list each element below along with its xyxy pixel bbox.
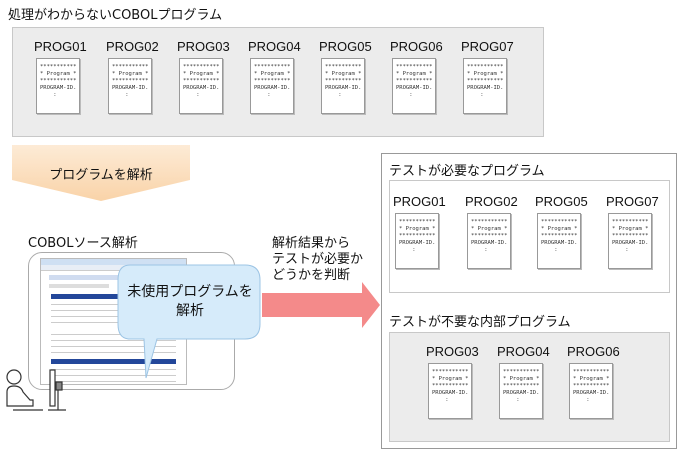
- top-title: 処理がわからないCOBOLプログラム: [8, 8, 223, 23]
- program-label: PROG01: [34, 39, 87, 54]
- program-prog04: PROG04 *********** * Program * **********…: [497, 344, 550, 419]
- program-source-card: *********** * Program * *********** PROG…: [395, 213, 439, 269]
- program-prog03: PROG03 *********** * Program * **********…: [177, 39, 230, 114]
- step-arrow-label: プログラムを解析: [49, 168, 153, 183]
- person-at-pc-icon: [6, 369, 66, 411]
- program-prog06: PROG06 *********** * Program * **********…: [567, 344, 620, 419]
- program-label: PROG02: [106, 39, 159, 54]
- program-prog07: PROG07 *********** * Program * **********…: [461, 39, 514, 114]
- program-source-card: *********** * Program * *********** PROG…: [179, 58, 223, 114]
- callout-line: 未使用プログラムを: [127, 284, 253, 300]
- judge-arrow: [262, 282, 380, 328]
- program-source-card: *********** * Program * *********** PROG…: [608, 213, 652, 269]
- callout-line: 解析: [176, 303, 204, 319]
- program-prog05: PROG05 *********** * Program * **********…: [535, 194, 588, 269]
- program-label: PROG05: [319, 39, 372, 54]
- judge-line: テストが必要か: [272, 252, 364, 267]
- program-source-card: *********** * Program * *********** PROG…: [569, 363, 613, 419]
- program-prog03: PROG03 *********** * Program * **********…: [426, 344, 479, 419]
- step-arrow: [12, 145, 190, 201]
- callout-bubble: [117, 264, 261, 379]
- needed-title: テストが必要なプログラム: [389, 164, 545, 179]
- program-label: PROG03: [426, 344, 479, 359]
- program-prog05: PROG05 *********** * Program * **********…: [319, 39, 372, 114]
- program-source-card: *********** * Program * *********** PROG…: [428, 363, 472, 419]
- program-label: PROG02: [465, 194, 518, 209]
- program-label: PROG01: [393, 194, 446, 209]
- program-label: PROG06: [390, 39, 443, 54]
- program-source-card: *********** * Program * *********** PROG…: [499, 363, 543, 419]
- program-prog02: PROG02 *********** * Program * **********…: [106, 39, 159, 114]
- program-source-card: *********** * Program * *********** PROG…: [250, 58, 294, 114]
- program-source-card: *********** * Program * *********** PROG…: [392, 58, 436, 114]
- program-label: PROG05: [535, 194, 588, 209]
- program-prog06: PROG06 *********** * Program * **********…: [390, 39, 443, 114]
- source-title: COBOLソース解析: [28, 236, 138, 251]
- program-label: PROG04: [248, 39, 301, 54]
- program-source-card: *********** * Program * *********** PROG…: [537, 213, 581, 269]
- program-prog07: PROG07 *********** * Program * **********…: [606, 194, 659, 269]
- program-source-card: *********** * Program * *********** PROG…: [108, 58, 152, 114]
- program-label: PROG07: [461, 39, 514, 54]
- program-label: PROG06: [567, 344, 620, 359]
- program-source-card: *********** * Program * *********** PROG…: [467, 213, 511, 269]
- judge-line: 解析結果から: [272, 236, 351, 251]
- unneeded-title: テストが不要な内部プログラム: [389, 315, 571, 330]
- program-source-card: *********** * Program * *********** PROG…: [463, 58, 507, 114]
- program-source-card: *********** * Program * *********** PROG…: [321, 58, 365, 114]
- program-prog01: PROG01 *********** * Program * **********…: [34, 39, 87, 114]
- program-prog02: PROG02 *********** * Program * **********…: [465, 194, 518, 269]
- program-label: PROG07: [606, 194, 659, 209]
- callout-text: 未使用プログラムを 解析: [118, 283, 262, 321]
- program-prog04: PROG04 *********** * Program * **********…: [248, 39, 301, 114]
- judge-text: 解析結果から テストが必要か どうかを判断: [272, 236, 363, 284]
- program-label: PROG04: [497, 344, 550, 359]
- program-source-card: *********** * Program * *********** PROG…: [36, 58, 80, 114]
- judge-line: どうかを判断: [272, 268, 351, 283]
- program-prog01: PROG01 *********** * Program * **********…: [393, 194, 446, 269]
- program-label: PROG03: [177, 39, 230, 54]
